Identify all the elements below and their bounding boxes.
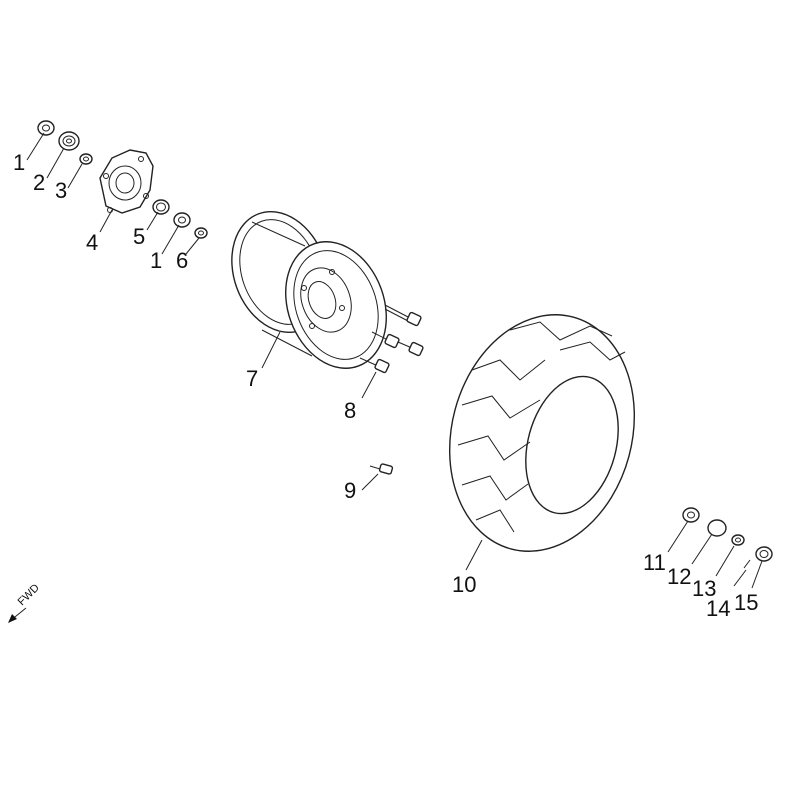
- part-1-washer-right: [173, 212, 191, 228]
- callout-1-left: 1: [13, 150, 25, 175]
- part-12-cap: [707, 519, 727, 537]
- part-7-wheel-rim: [231, 210, 387, 369]
- part-13-nut: [731, 534, 745, 546]
- part-2-bearing: [58, 131, 80, 151]
- callout-14: 14: [706, 596, 730, 621]
- callout-10: 10: [452, 572, 476, 597]
- part-9-tire-valve: [369, 463, 394, 475]
- callout-15: 15: [734, 590, 758, 615]
- callout-8: 8: [344, 398, 356, 423]
- part-4-wheel-hub: [99, 149, 154, 214]
- forward-direction-arrow: FWD: [8, 582, 42, 623]
- part-1-washer-left: [37, 120, 55, 136]
- callout-11: 11: [643, 550, 666, 575]
- callout-7: 7: [246, 366, 258, 391]
- callout-13: 13: [692, 576, 716, 601]
- callout-4: 4: [86, 230, 98, 255]
- part-8-bolts: [359, 304, 424, 374]
- callout-2: 2: [33, 170, 45, 195]
- part-10-tire: [448, 314, 636, 552]
- callout-3: 3: [55, 178, 67, 203]
- callout-12: 12: [667, 564, 691, 589]
- callout-5: 5: [133, 224, 145, 249]
- callout-9: 9: [344, 478, 356, 503]
- callout-1-right: 1: [150, 248, 162, 273]
- part-5-bearing: [152, 199, 170, 215]
- part-14-pin: [743, 559, 751, 569]
- callout-6: 6: [176, 248, 188, 273]
- part-11-washer: [682, 507, 700, 523]
- forward-label: FWD: [16, 582, 42, 608]
- part-3-collar: [79, 153, 93, 165]
- part-15-dust-cap: [755, 546, 773, 562]
- part-6-nut: [194, 227, 208, 239]
